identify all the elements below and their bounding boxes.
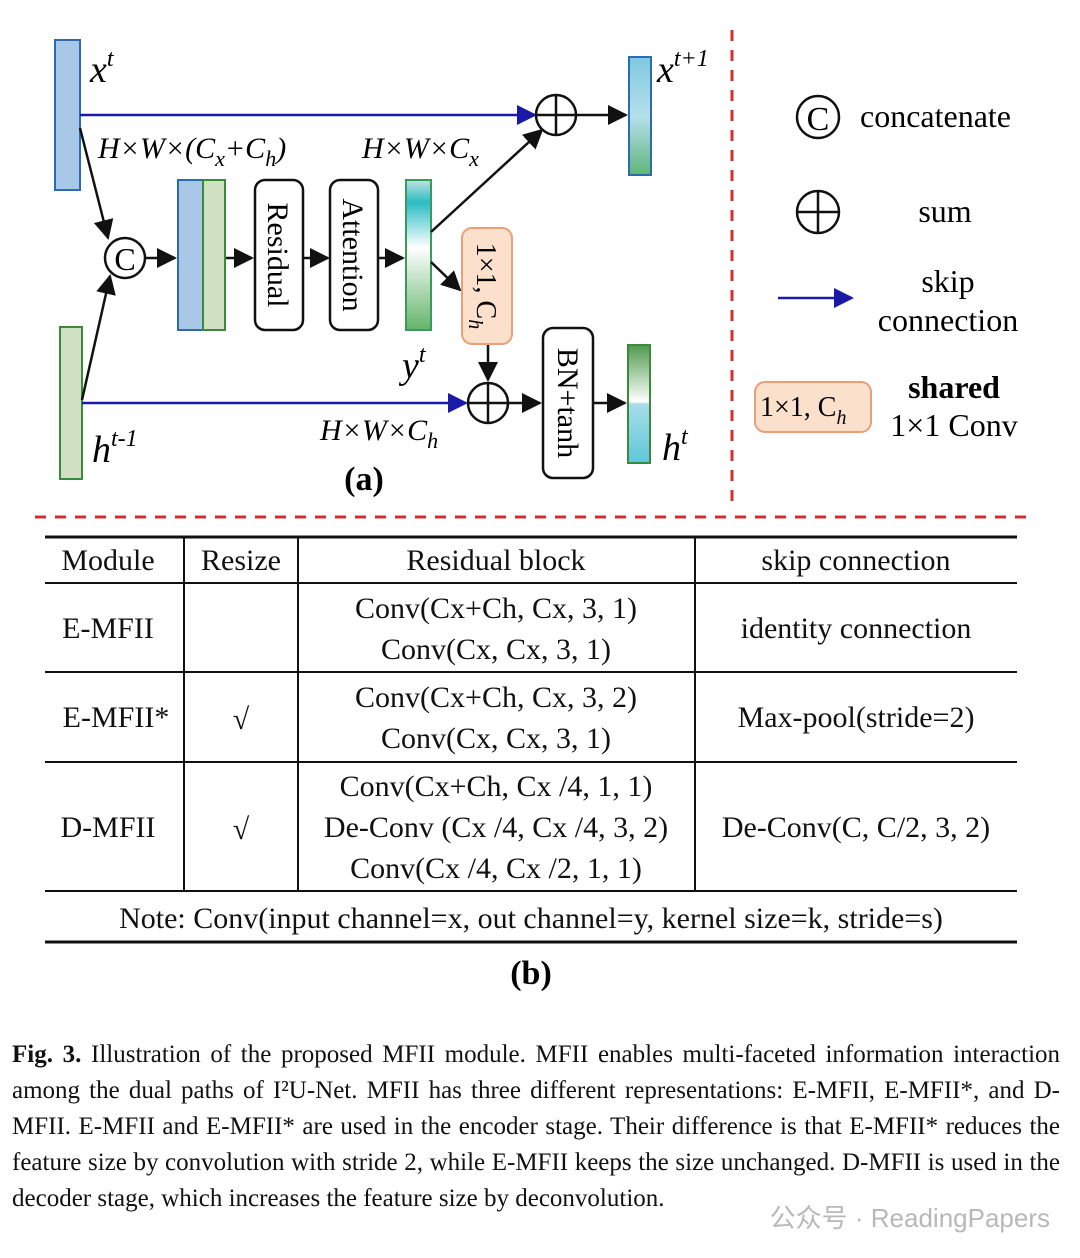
legend-concatenate-label: concatenate	[860, 98, 1011, 134]
legend-concat-icon-symbol: C	[807, 101, 830, 138]
caption-text: Illustration of the proposed MFII module…	[12, 1041, 1061, 1212]
yt-feature-block	[405, 179, 432, 331]
row3-skip: De-Conv(C, C/2, 3, 2)	[722, 811, 990, 844]
yt-label: yt	[398, 342, 427, 387]
conv1x1-label: 1×1, Ch	[464, 243, 501, 329]
header-skip-connection: skip connection	[761, 544, 950, 577]
h-prev-label: ht-1	[92, 426, 138, 471]
legend-shared-label-2: 1×1 Conv	[890, 407, 1017, 443]
legend-concat-icon	[795, 94, 841, 140]
row2-resize-check: √	[233, 703, 250, 736]
mfii-diagram: xt ht-1 C Residual Attention yt H×W×(Cx+…	[35, 30, 1030, 519]
dim-ch-label: H×W×Ch	[319, 414, 438, 453]
row3-residual-line2: De-Conv (Cx /4, Cx /4, 3, 2)	[324, 811, 668, 844]
hprev-to-concat-arrow	[80, 274, 116, 401]
legend-shared-label-1: shared	[908, 369, 1000, 405]
row2-module: E-MFII*	[63, 701, 170, 734]
residual-box	[253, 178, 305, 332]
dim-concat-label: H×W×(Cx+Ch)	[97, 132, 286, 171]
concat-green-block	[202, 179, 226, 331]
conv1x1-box	[461, 227, 513, 345]
row3-residual-line1: Conv(Cx+Ch, Cx /4, 1, 1)	[340, 770, 653, 803]
attention-label: Attention	[336, 198, 369, 311]
figure-caption: Fig. 3. Illustration of the proposed MFI…	[12, 1037, 1060, 1217]
legend-shared-conv-box-label: 1×1, Ch	[760, 392, 846, 429]
yt-to-conv-arrow	[430, 261, 462, 292]
header-resize: Resize	[201, 544, 281, 577]
row3-resize-check: √	[233, 813, 250, 846]
row1-module: E-MFII	[62, 612, 154, 645]
mfii-table: Module Resize Residual block skip connec…	[45, 535, 1017, 992]
caption-label: Fig. 3.	[12, 1041, 82, 1068]
row2-skip: Max-pool(stride=2)	[738, 701, 975, 734]
ht-label: ht	[662, 424, 689, 469]
row3-module: D-MFII	[61, 811, 156, 844]
panel-a-label: (a)	[344, 461, 384, 498]
ht-feature-block	[627, 344, 651, 464]
bn-tanh-label: BN+tanh	[551, 348, 584, 458]
xt-to-concat-arrow	[78, 127, 114, 240]
table-note: Note: Conv(input channel=x, out channel=…	[119, 902, 943, 935]
concat-symbol: C	[114, 241, 135, 277]
legend-skip-label-1: skip	[921, 263, 974, 299]
row1-residual-line2: Conv(Cx, Cx, 3, 1)	[381, 633, 611, 666]
watermark: 公众号 · ReadingPapers	[769, 1203, 1050, 1233]
dim-cx-label: H×W×Cx	[361, 132, 479, 171]
legend-skip-label-2: connection	[878, 302, 1018, 338]
row2-residual-line1: Conv(Cx+Ch, Cx, 3, 2)	[355, 681, 637, 714]
legend-sum-label: sum	[918, 193, 971, 229]
row2-residual-line2: Conv(Cx, Cx, 3, 1)	[381, 722, 611, 755]
x-next-label: xt+1	[656, 46, 709, 91]
attention-box	[328, 178, 380, 332]
row3-residual-line3: Conv(Cx /4, Cx /2, 1, 1)	[350, 852, 642, 885]
residual-label: Residual	[261, 203, 294, 308]
header-residual-block: Residual block	[406, 544, 585, 577]
x-next-feature-block	[628, 56, 652, 176]
panel-b-label: (b)	[510, 955, 552, 992]
legend-shared-conv-box	[754, 381, 872, 433]
header-module: Module	[61, 544, 154, 577]
yt-to-sum-arrow	[430, 128, 544, 233]
row1-residual-line1: Conv(Cx+Ch, Cx, 3, 1)	[355, 592, 637, 625]
row1-skip: identity connection	[741, 612, 972, 645]
xt-feature-block	[54, 39, 81, 191]
xt-label: xt	[89, 46, 115, 91]
